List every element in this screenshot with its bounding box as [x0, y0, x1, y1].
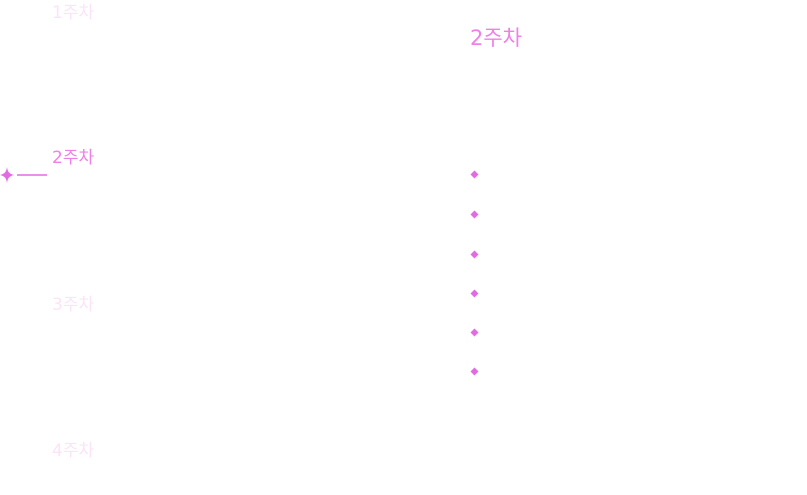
week-item-3[interactable]: 3주차 [52, 295, 95, 315]
list-item [470, 208, 770, 220]
diamond-bullet-icon [470, 170, 479, 178]
diamond-bullet-icon [470, 328, 479, 336]
week-nav: 1주차 2주차 3주차 4주차 [0, 0, 200, 495]
week-item-4[interactable]: 4주차 [52, 441, 95, 461]
week-item-1[interactable]: 1주차 [52, 3, 95, 23]
list-item [470, 248, 770, 260]
diamond-bullet-icon [470, 250, 479, 258]
list-item [470, 168, 770, 180]
diamond-bullet-icon [470, 289, 479, 297]
list-item [470, 287, 770, 299]
diamond-bullet-icon [470, 367, 479, 375]
week-detail-panel: 2주차 [470, 0, 800, 495]
list-item [470, 326, 770, 338]
active-week-marker [0, 166, 48, 184]
sparkle-icon [0, 167, 47, 183]
diamond-bullet-icon [470, 210, 479, 218]
detail-title: 2주차 [470, 26, 523, 50]
list-item [470, 365, 770, 377]
week-item-2[interactable]: 2주차 [52, 148, 95, 168]
